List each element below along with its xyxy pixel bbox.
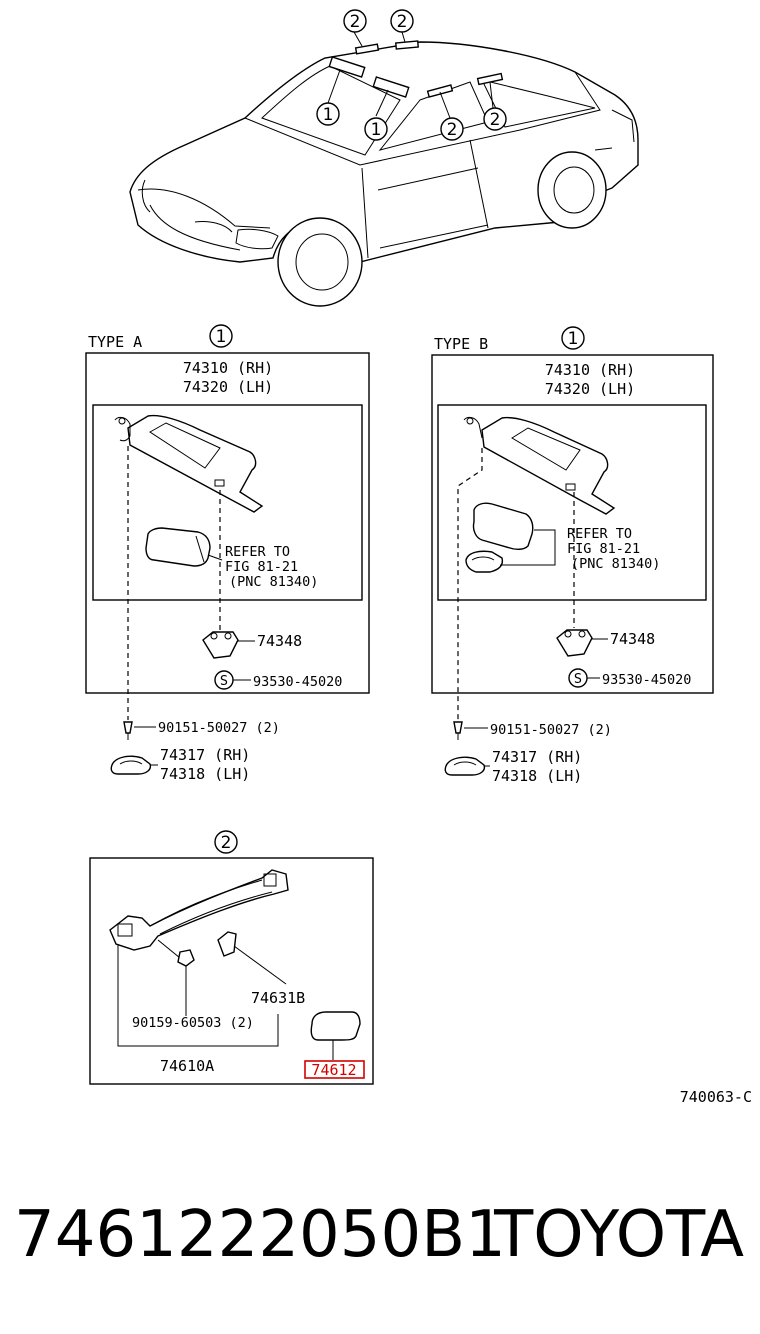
callout-2-roof-d: 2 [483,107,507,131]
vanity-lamp-drawing [145,527,223,567]
callout-s-type-a: S [214,670,234,690]
grip-cover-drawing [217,931,287,985]
sun-visor-drawing-b [457,416,616,730]
highlight-box [304,1060,365,1079]
svg-text:2: 2 [397,12,408,32]
type-b-holder: 74348 [610,630,655,648]
type-a-clip-rh: 74317 (RH) [160,746,250,764]
type-a-title: TYPE A [88,333,142,351]
svg-text:1: 1 [371,120,382,140]
svg-text:1: 1 [216,327,227,347]
type-a-refer-1: REFER TO [225,544,290,560]
clip-drawing-a [110,755,158,775]
type-b-refer-2: FIG 81-21 [567,541,640,557]
assist-grip-drawing [109,869,289,951]
callout-s-type-b: S [568,668,588,688]
type-a-clip-lh: 74318 (LH) [160,765,250,783]
type-a-holder: 74348 [257,632,302,650]
svg-text:S: S [574,671,582,687]
type-b-clip-lh: 74318 (LH) [492,767,582,785]
vanity-lamp-drawing-b [465,502,556,573]
bolt-drawing [157,939,195,967]
callout-2-roof-c: 2 [440,117,464,141]
screw-drawing-a [123,721,156,740]
assist-grip-panel: 2 74631B 90159-60503 (2) 74610A [89,830,374,1085]
callout-2-grip: 2 [214,830,238,854]
grip-cover-label: 74631B [251,989,305,1007]
holder-drawing-b [556,629,608,657]
type-a-screw: 90151-50027 (2) [158,720,280,736]
type-b-clip-rh: 74317 (RH) [492,748,582,766]
svg-text:1: 1 [568,329,579,349]
part-number: 7461222050B1 [14,1198,506,1272]
type-b-screw-s: 93530-45020 [602,672,691,688]
grip-bolt-label: 90159-60503 (2) [132,1015,254,1031]
type-b-part-rh: 74310 (RH) [545,361,635,379]
type-b-part-lh: 74320 (LH) [545,380,635,398]
car-illustration: 2 2 1 1 2 2 [129,9,639,307]
type-a-screw-s: 93530-45020 [253,674,342,690]
type-b-panel: TYPE B 1 74310 (RH) 74320 (LH) REFER TO … [431,326,714,785]
svg-text:1: 1 [323,105,334,125]
type-a-refer-3: (PNC 81340) [229,574,318,590]
brand: TOYOTA [493,1198,744,1272]
callout-1-type-a: 1 [209,324,233,348]
type-a-panel: TYPE A 1 74310 (RH) 74320 (LH) REFER TO … [85,324,370,783]
grip-assembly-label: 74610A [160,1057,214,1075]
svg-text:2: 2 [447,120,458,140]
type-b-refer-3: (PNC 81340) [571,556,660,572]
type-a-part-rh: 74310 (RH) [183,359,273,377]
type-a-part-lh: 74320 (LH) [183,378,273,396]
type-b-refer-1: REFER TO [567,526,632,542]
part-74612-drawing [310,1011,361,1060]
svg-text:S: S [220,673,228,689]
callout-1-type-b: 1 [561,326,585,350]
type-a-refer-2: FIG 81-21 [225,559,298,575]
sun-visor-drawing [114,414,264,720]
callout-1-roof-a: 1 [316,102,340,126]
clip-drawing-b [444,756,490,776]
callout-2-roof-a: 2 [343,9,367,33]
type-b-screw: 90151-50027 (2) [490,722,612,738]
callout-1-roof-b: 1 [364,117,388,141]
svg-text:2: 2 [350,12,361,32]
svg-text:2: 2 [221,833,232,853]
callout-2-roof-b: 2 [390,9,414,33]
holder-drawing [202,631,255,659]
screw-drawing-b [453,721,488,740]
type-b-title: TYPE B [434,335,488,353]
svg-text:2: 2 [490,110,501,130]
highlighted-part-label: 74612 [311,1061,356,1079]
figure-code: 740063-C [680,1088,752,1106]
